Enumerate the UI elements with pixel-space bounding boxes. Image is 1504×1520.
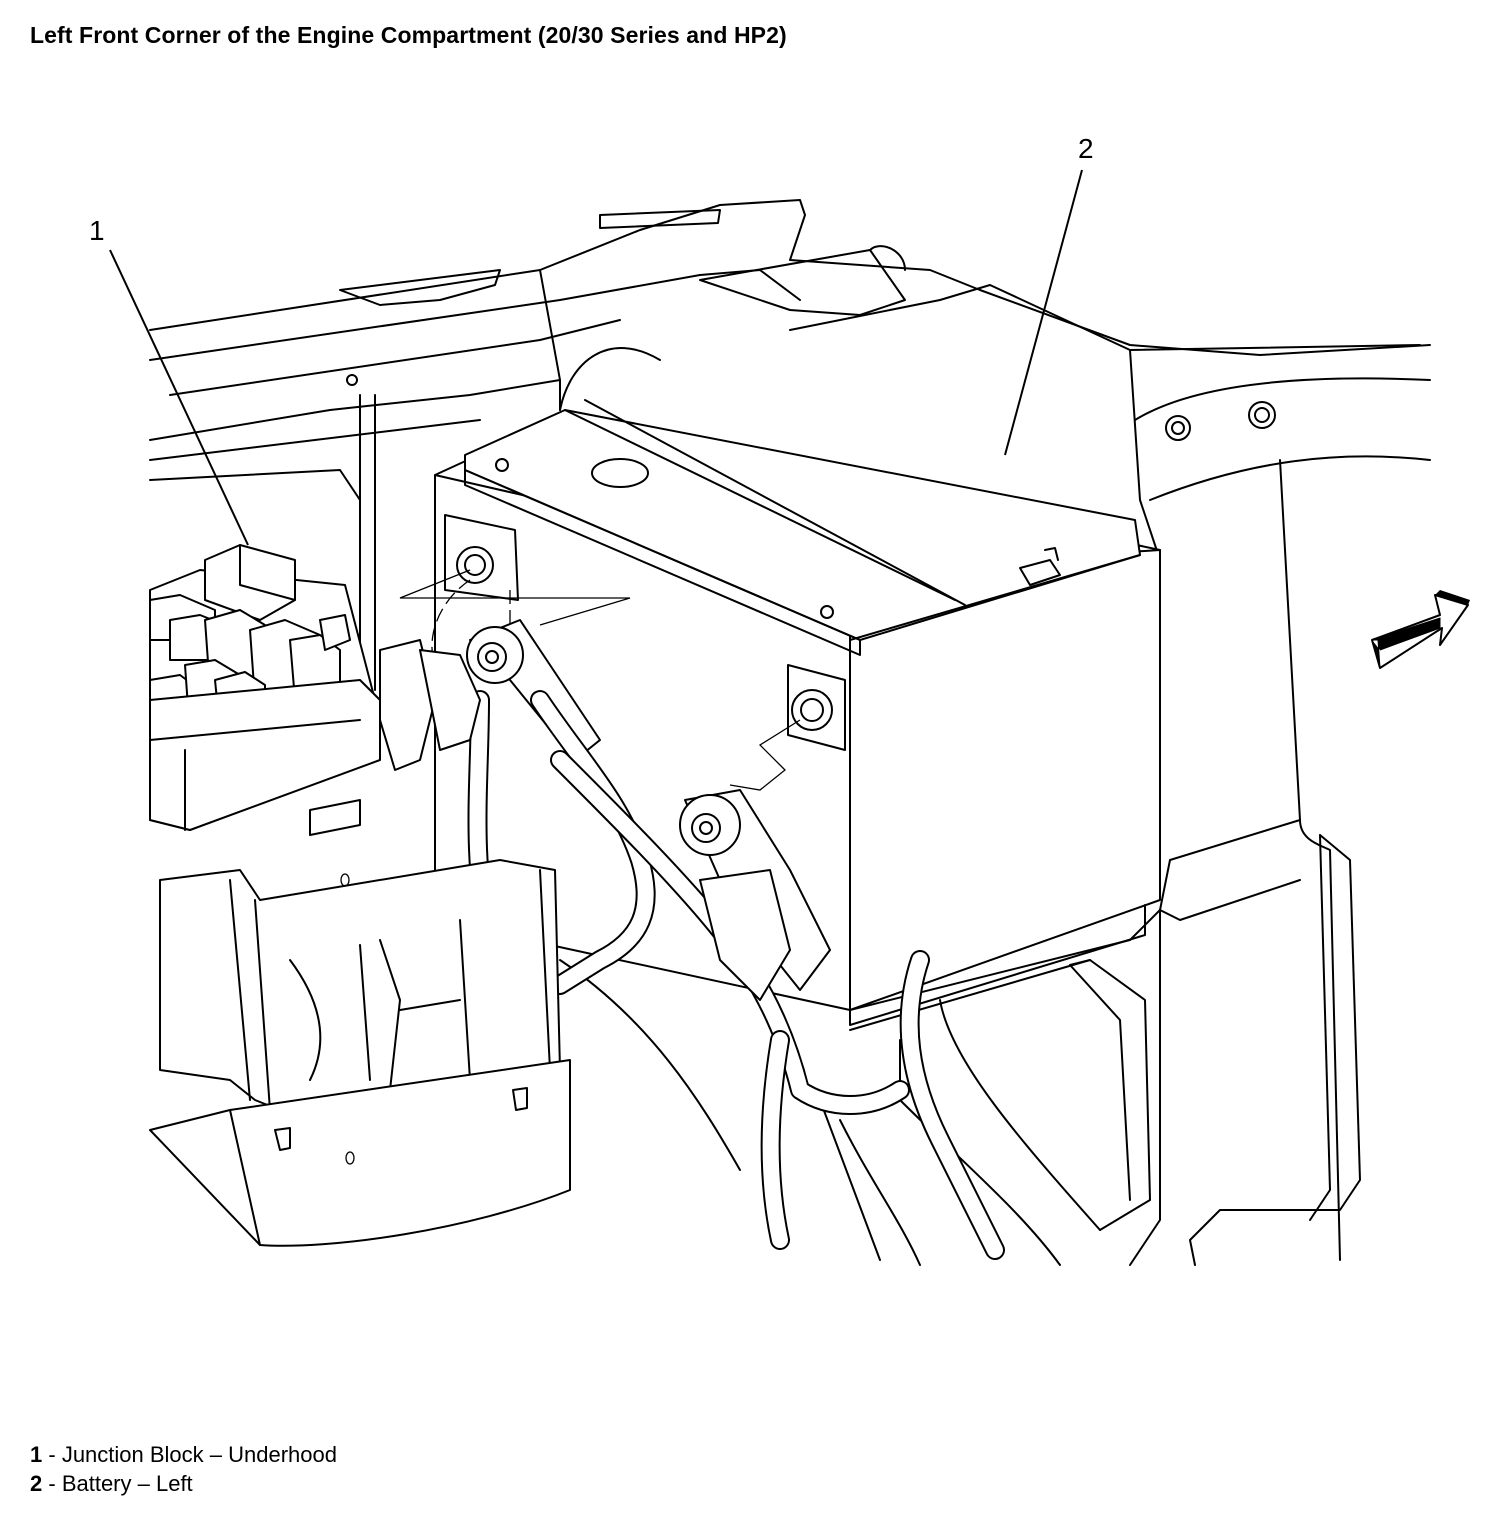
legend-item-junction-block: 1 - Junction Block – Underhood (30, 1440, 337, 1469)
battery-cables (466, 619, 1005, 1260)
legend-item-battery: 2 - Battery – Left (30, 1469, 337, 1498)
front-direction-arrow-icon (1371, 590, 1470, 669)
cowl-panel (149, 199, 1431, 1266)
legend-item-label: Junction Block – Underhood (61, 1442, 337, 1467)
page-title: Left Front Corner of the Engine Compartm… (30, 22, 787, 48)
legend-item-number: 1 (30, 1442, 43, 1467)
junction-block (149, 544, 571, 1247)
callout-1-leader (109, 249, 249, 546)
legend: 1 - Junction Block – Underhood 2 - Batte… (30, 1440, 337, 1498)
battery (434, 399, 1161, 1026)
callout-2-leader (1004, 169, 1083, 456)
legend-item-number: 2 (30, 1471, 43, 1496)
callout-1-number: 1 (89, 215, 105, 246)
callout-2-number: 2 (1078, 133, 1094, 164)
legend-separator: - (42, 1471, 62, 1496)
legend-separator: - (42, 1442, 62, 1467)
legend-item-label: Battery – Left (61, 1471, 193, 1496)
